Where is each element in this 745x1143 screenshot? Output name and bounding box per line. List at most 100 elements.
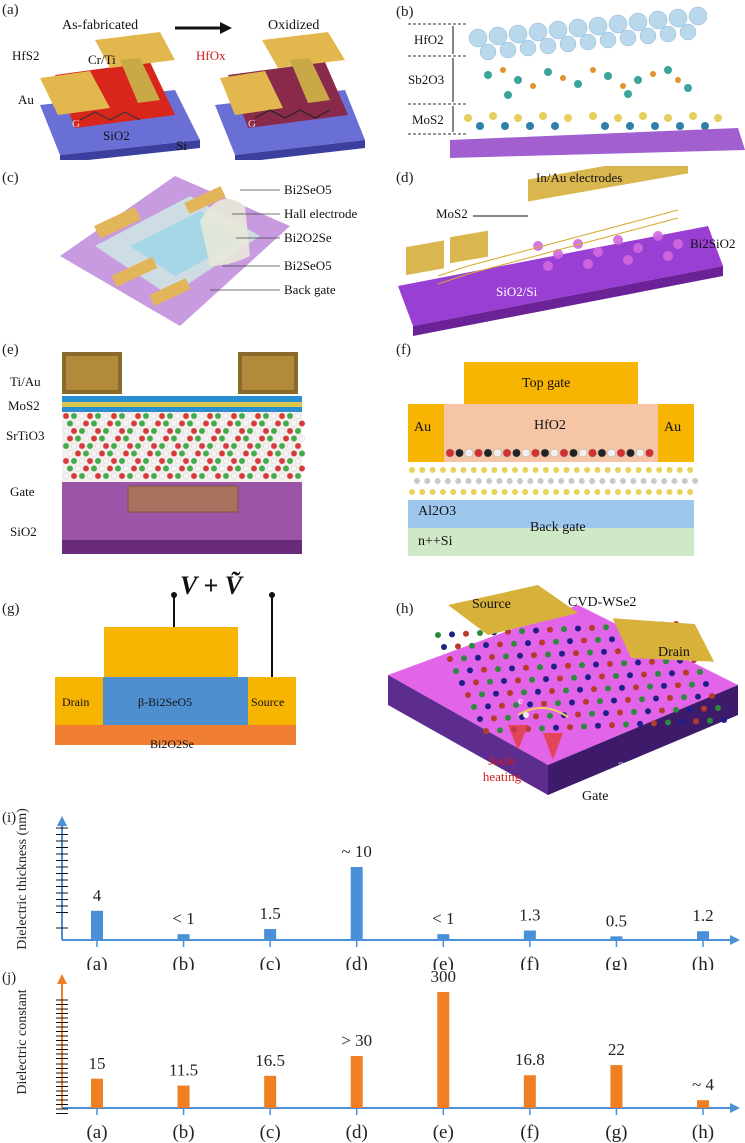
data-label: 16.8 xyxy=(515,1050,545,1069)
panel-a-au: Au xyxy=(18,92,34,107)
panel-f-illustration xyxy=(408,362,699,556)
panel-e-tiau: Ti/Au xyxy=(10,374,41,389)
data-label: 22 xyxy=(608,1040,625,1059)
data-label: ~ 4 xyxy=(692,1075,714,1094)
panel-h-gate: Gate xyxy=(582,789,609,804)
panel-h-illustration xyxy=(388,585,738,795)
x-tick-label: (a) xyxy=(86,1122,107,1143)
x-tick-label: (a) xyxy=(86,954,107,970)
chart-j-label: (j) xyxy=(2,970,17,986)
panel-f-top-gate: Top gate xyxy=(522,376,571,391)
data-label: 300 xyxy=(431,968,457,986)
panel-b-mos2: MoS2 xyxy=(412,112,444,127)
panel-c-illustration xyxy=(60,176,290,326)
panel-f-label: (f) xyxy=(396,342,411,358)
data-label: 0.5 xyxy=(606,911,627,930)
panel-f-hfo2: HfO2 xyxy=(534,418,566,433)
data-label: 1.3 xyxy=(519,906,540,925)
panel-e-label: (e) xyxy=(2,342,19,358)
data-label: 15 xyxy=(89,1054,106,1073)
panel-e-srtio3: SrTiO3 xyxy=(6,428,45,443)
bar xyxy=(437,934,450,940)
data-label: 1.5 xyxy=(260,904,281,923)
bar xyxy=(697,1100,709,1108)
data-label: 1.2 xyxy=(692,906,713,925)
x-tick-label: (f) xyxy=(520,954,539,970)
bar xyxy=(91,910,103,940)
x-tick-label: (e) xyxy=(433,1122,454,1143)
panel-d-mos2: MoS2 xyxy=(436,206,468,221)
panel-g-drain: Drain xyxy=(62,695,90,709)
panel-h-drain: Drain xyxy=(658,645,690,660)
x-tick-label: (c) xyxy=(260,954,281,970)
panel-f: (f) Top gate HfO2 Au Au Al2O3 n++Si Back… xyxy=(378,340,745,560)
panel-c-l4: Bi2SeO5 xyxy=(284,258,332,273)
panel-a-left-title: As-fabricated xyxy=(62,18,139,33)
bar xyxy=(350,867,363,940)
panel-g-channel: β-Bi2SeO5 xyxy=(138,695,193,709)
x-tick-label: (d) xyxy=(346,954,368,970)
panel-c: (c) Bi2SeO5 Hall electrode Bi2O2Se Bi2Se… xyxy=(0,166,370,336)
panel-h: (h) Source CVD-WSe2 Drain e Joule heatin… xyxy=(378,565,745,805)
y-axis-label: Dielectric thickness (nm) xyxy=(15,808,30,950)
panel-a-illustration xyxy=(40,22,365,160)
x-tick-label: (b) xyxy=(172,954,194,970)
panel-a-label: (a) xyxy=(2,2,19,18)
panel-e-gate: Gate xyxy=(10,484,35,499)
bar xyxy=(437,992,450,1108)
panel-g: (g) V + Ṽ Drain Source β-Bi2SeO5 Bi2O2Se xyxy=(0,565,370,751)
bar xyxy=(264,929,277,940)
panel-d-top: In/Au electrodes xyxy=(536,170,623,185)
bar xyxy=(177,1085,190,1108)
panel-h-joule: Joule heating xyxy=(482,753,522,784)
panel-a-g2: G xyxy=(248,118,256,130)
x-tick-label: (e) xyxy=(433,954,454,970)
data-label: 16.5 xyxy=(255,1051,285,1070)
panel-b-label: (b) xyxy=(396,4,414,20)
panel-e-mos2: MoS2 xyxy=(8,398,40,413)
bar xyxy=(610,936,623,940)
bar xyxy=(91,1078,103,1108)
x-tick-label: (h) xyxy=(692,1122,714,1143)
data-label: ~ 10 xyxy=(341,842,371,861)
panel-a-right-title: Oxidized xyxy=(268,18,320,33)
panel-g-label: (g) xyxy=(2,601,20,617)
panel-b-illustration xyxy=(408,6,745,158)
panel-b: (b) xyxy=(378,0,745,160)
panel-d: (d) In/Au electrodes MoS2 Bi2SiO2 SiO2/S… xyxy=(378,166,745,336)
y-axis-label: Dielectric constant xyxy=(15,989,30,1094)
panel-h-e: e xyxy=(518,695,523,707)
bar xyxy=(610,1065,623,1108)
panel-f-al2o3: Al2O3 xyxy=(418,504,457,519)
bar xyxy=(350,1056,363,1108)
panel-f-back-gate: Back gate xyxy=(530,520,586,535)
panel-g-illustration xyxy=(55,592,296,745)
panel-c-label: (c) xyxy=(2,170,19,186)
panel-a-g1: G xyxy=(72,118,80,130)
x-tick-label: (d) xyxy=(346,1122,368,1143)
panel-e: (e) Ti/Au MoS2 SrTiO3 Gate SiO2 xyxy=(0,340,370,560)
panel-h-bn: 2D-BN xyxy=(618,759,657,774)
data-label: > 30 xyxy=(341,1031,372,1050)
panel-d-illustration xyxy=(398,166,723,336)
panel-d-label: (d) xyxy=(396,170,414,186)
panel-c-l1: Bi2SeO5 xyxy=(284,182,332,197)
panel-c-l2: Hall electrode xyxy=(284,206,358,221)
bar xyxy=(523,930,536,940)
x-tick-label: (c) xyxy=(260,1122,281,1143)
panel-d-bi2sio2: Bi2SiO2 xyxy=(690,236,736,251)
panel-f-au-right: Au xyxy=(664,420,682,435)
panel-a-hfox: HfOx xyxy=(196,48,226,63)
data-label: 4 xyxy=(93,886,102,905)
panel-h-source: Source xyxy=(472,597,511,612)
data-label: 11.5 xyxy=(169,1061,198,1080)
panel-d-substrate: SiO2/Si xyxy=(496,284,538,299)
panel-g-substrate: Bi2O2Se xyxy=(150,737,195,751)
panel-b-hfo2: HfO2 xyxy=(414,32,444,47)
chart-i-plot: Dielectric thickness (nm)4(a)< 1(b)1.5(c… xyxy=(15,808,740,970)
panel-h-wse2: CVD-WSe2 xyxy=(568,595,637,610)
panel-g-formula: V + Ṽ xyxy=(180,571,243,600)
bar xyxy=(697,931,709,940)
x-tick-label: (f) xyxy=(520,1122,539,1143)
